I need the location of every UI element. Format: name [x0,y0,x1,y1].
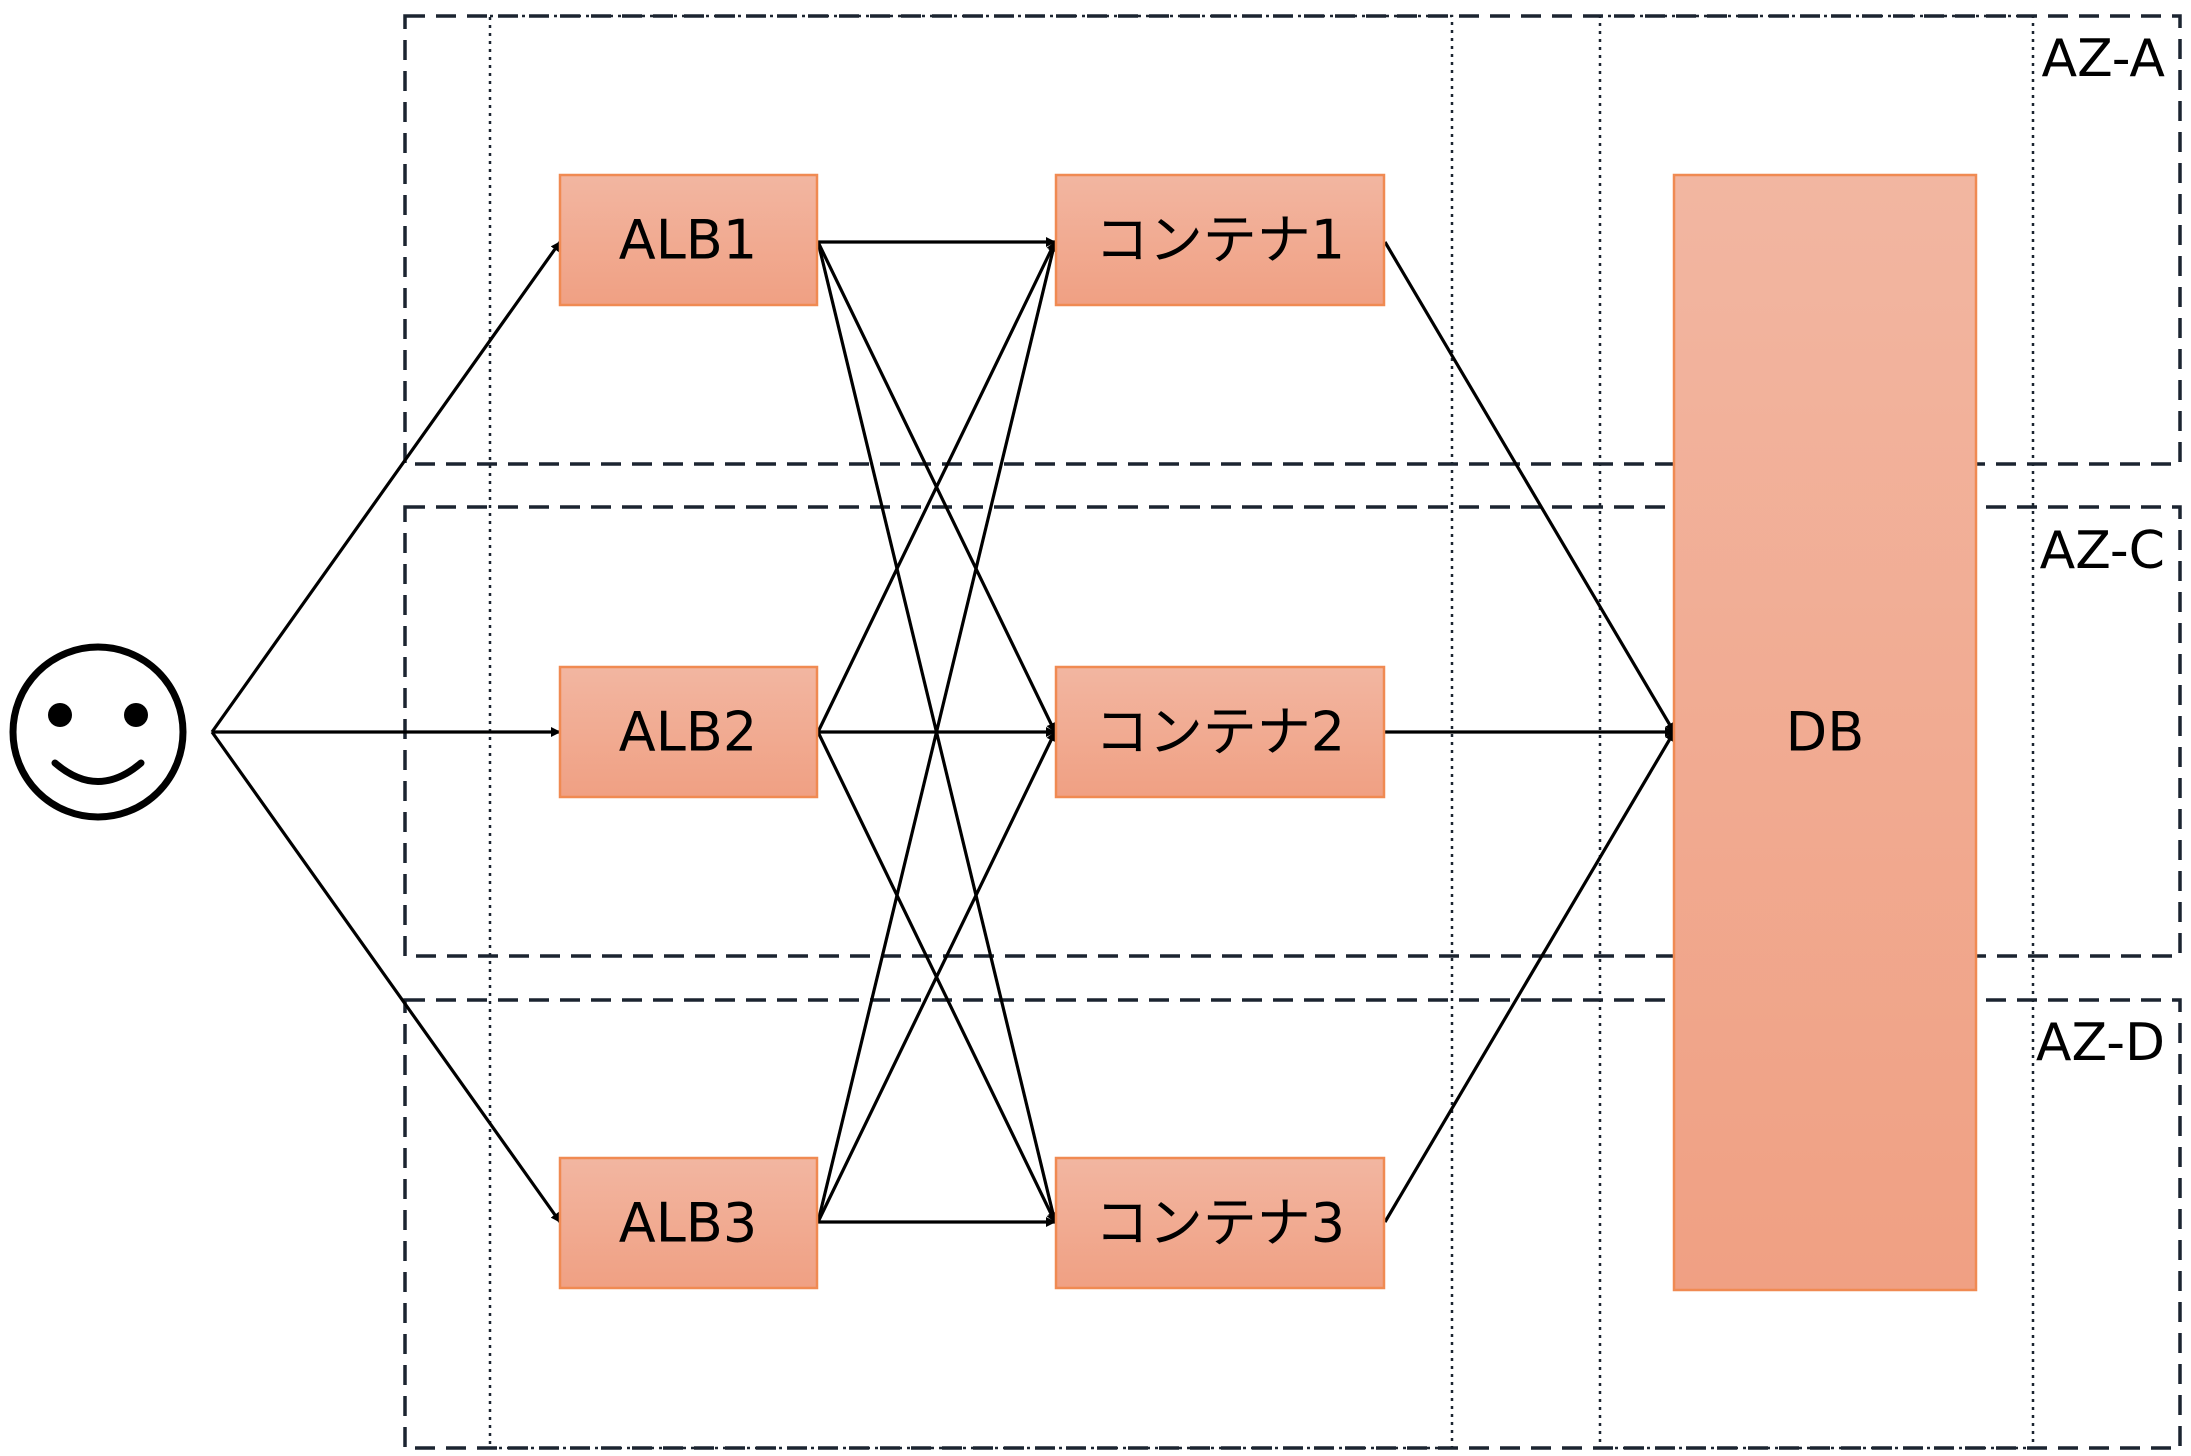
arrow-container3-db [1383,731,1676,1223]
db-label: DB [1786,701,1865,764]
zone-label-az-d: AZ-D [2036,1013,2165,1073]
alb1-node: ALB1 [558,173,819,307]
alb2-label: ALB2 [619,701,757,764]
connections [210,237,1676,1227]
container-nodes: コンテナ1 コンテナ2 コンテナ3 [1054,173,1386,1290]
container3-node: コンテナ3 [1054,1156,1386,1290]
arrow-container1-db [1383,241,1676,733]
zone-label-az-c: AZ-C [2040,521,2165,581]
arrow-alb3-container2 [816,731,1057,1223]
db-node: DB [1672,173,1978,1292]
container2-label: コンテナ2 [1095,701,1345,764]
arrow-user-alb1 [210,241,562,733]
zone-label-az-a: AZ-A [2042,29,2166,89]
alb-nodes: ALB1 ALB2 ALB3 [558,173,819,1290]
container2-node: コンテナ2 [1054,665,1386,799]
arrow-alb3-container1 [816,241,1058,1223]
container3-label: コンテナ3 [1095,1192,1345,1255]
subnet-box-2 [1598,14,2035,1450]
arrow-user-alb3 [210,731,562,1223]
alb1-label: ALB1 [619,209,757,272]
alb3-label: ALB3 [619,1192,757,1255]
alb3-node: ALB3 [558,1156,819,1290]
smiley-face-icon [9,643,187,821]
container1-label: コンテナ1 [1095,209,1345,272]
zone-labels: AZ-A AZ-C AZ-D [2036,29,2166,1073]
alb2-node: ALB2 [558,665,819,799]
arrow-alb2-container1 [816,241,1057,733]
container1-node: コンテナ1 [1054,173,1386,307]
